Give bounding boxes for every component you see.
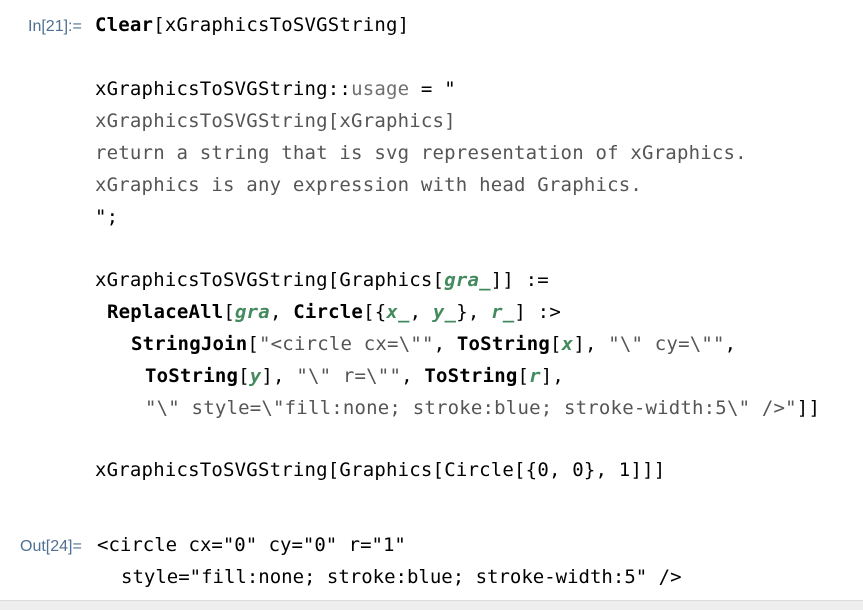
token-clear: Clear: [95, 14, 154, 36]
token-bracket: ]: [630, 459, 643, 481]
token-string: "\" r=\"": [296, 365, 402, 387]
token-symbol: StringJoin: [131, 333, 248, 355]
token-bracket: [: [514, 459, 526, 481]
token-bracket: ]: [261, 365, 274, 387]
token-bracket: [: [550, 333, 562, 355]
token-symbol: Graphics: [339, 459, 433, 481]
code-line-12[interactable]: xGraphicsToSVGString[Graphics[Circle[{0,…: [95, 459, 665, 481]
token-pattern: y: [249, 365, 262, 387]
token-bracket: [: [327, 269, 340, 291]
token-bracket: ]: [490, 269, 503, 291]
token-bracket: [: [432, 459, 445, 481]
token-symbol: Circle: [293, 301, 364, 323]
output-line-1[interactable]: <circle cx="0" cy="0" r="1": [97, 534, 406, 556]
token-bracket: ]: [540, 365, 553, 387]
token-symbol: ReplaceAll: [107, 301, 224, 323]
input-cell-label: In[21]:=: [28, 18, 82, 35]
token-symbol: xGraphicsToSVGString: [95, 459, 328, 481]
token-sep: ,: [401, 365, 425, 387]
token-sep: ,: [584, 333, 609, 355]
token-symbol: xGraphicsToSVGString: [95, 269, 328, 291]
token-brace: }: [583, 459, 596, 481]
token-string: "\" cy=\"": [608, 333, 725, 355]
code-line-2[interactable]: xGraphicsToSVGString::usage = ": [95, 78, 456, 100]
token-bracket: ]: [642, 459, 654, 481]
token-symbol: Graphics: [339, 269, 433, 291]
token-pattern: gra: [235, 301, 270, 323]
token-string: "<circle cx=\"": [259, 333, 434, 355]
token-bracket: ]: [502, 269, 515, 291]
token-sep: ,: [269, 301, 294, 323]
token-sep: ,: [467, 301, 492, 323]
token-brace: {: [374, 301, 387, 323]
token-number: 0: [572, 459, 584, 481]
token-op: =: [409, 78, 445, 100]
token-string: xGraphics is any expression with head Gr…: [95, 174, 643, 196]
token-op: ::: [327, 78, 352, 100]
code-line-7[interactable]: xGraphicsToSVGString[Graphics[gra_]] :=: [95, 269, 549, 291]
token-bracket: [: [432, 269, 445, 291]
token-sep: ,: [273, 365, 297, 387]
token-bracket: [: [238, 365, 250, 387]
token-string: "\" style=\"fill:none; stroke:blue; stro…: [145, 397, 797, 419]
token-string: xGraphicsToSVGString[xGraphics]: [95, 110, 456, 132]
token-symbol: ToString: [456, 333, 551, 355]
token-quote: ";: [95, 206, 119, 228]
token-brace: }: [456, 301, 468, 323]
code-line-4[interactable]: return a string that is svg representati…: [95, 142, 747, 164]
token-bracket: [: [517, 365, 530, 387]
token-bracket: [: [363, 301, 375, 323]
token-symbol: ToString: [145, 365, 239, 387]
token-number: 0: [537, 459, 549, 481]
token-sep: ,: [552, 365, 565, 387]
token-bracket: ]: [573, 333, 585, 355]
token-pattern: gra_: [444, 269, 491, 291]
output-cell-label: Out[24]=: [20, 538, 82, 555]
token-symbol: xGraphicsToSVGString: [164, 14, 398, 36]
token-pattern: y_: [432, 301, 457, 323]
code-line-1[interactable]: Clear[xGraphicsToSVGString]: [95, 14, 409, 36]
token-sep: ,: [409, 301, 433, 323]
token-symbol: ToString: [424, 365, 518, 387]
token-bracket: ]: [808, 397, 821, 419]
token-pattern: r: [529, 365, 541, 387]
code-line-8[interactable]: ReplaceAll[gra, Circle[{x_, y_}, r_] :>: [107, 301, 561, 323]
token-symbol: xGraphicsToSVGString: [95, 78, 328, 100]
token-sep: ,: [724, 333, 737, 355]
token-bracket: [: [327, 459, 340, 481]
token-symbol: Circle: [444, 459, 515, 481]
token-sep: ,: [595, 459, 619, 481]
token-op: :>: [526, 301, 561, 323]
token-bracket: ]: [514, 301, 527, 323]
token-quote: ": [444, 78, 456, 100]
token-usage: usage: [351, 78, 410, 100]
token-bracket: [: [247, 333, 260, 355]
token-pattern: x: [561, 333, 574, 355]
token-brace: {: [525, 459, 538, 481]
code-line-11[interactable]: "\" style=\"fill:none; stroke:blue; stro…: [145, 397, 820, 419]
token-bracket: ]: [653, 459, 666, 481]
token-string: return a string that is svg representati…: [95, 142, 747, 164]
token-bracket: [: [223, 301, 236, 323]
code-line-6[interactable]: ";: [95, 206, 118, 228]
code-line-9[interactable]: StringJoin["<circle cx=\"", ToString[x],…: [131, 333, 736, 355]
token-bracket: ]: [397, 14, 410, 36]
output-line-2[interactable]: style="fill:none; stroke:blue; stroke-wi…: [121, 566, 682, 588]
token-pattern: r_: [491, 301, 515, 323]
token-sep: ,: [548, 459, 573, 481]
status-bar: [0, 600, 863, 610]
code-line-3[interactable]: xGraphicsToSVGString[xGraphics]: [95, 110, 456, 132]
token-number: 1: [618, 459, 631, 481]
code-line-5[interactable]: xGraphics is any expression with head Gr…: [95, 174, 642, 196]
token-sep: ,: [433, 333, 457, 355]
token-op: :=: [514, 269, 549, 291]
token-bracket: [: [153, 14, 165, 36]
token-pattern: x_: [386, 301, 410, 323]
token-bracket: ]: [796, 397, 809, 419]
code-line-10[interactable]: ToString[y], "\" r=\"", ToString[r],: [145, 365, 564, 387]
